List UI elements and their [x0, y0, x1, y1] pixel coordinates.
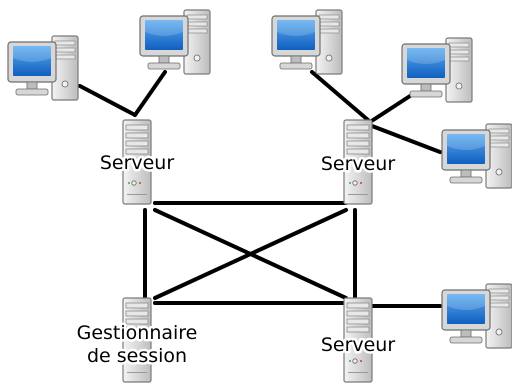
link-ws2-server-top-left [133, 70, 167, 117]
workstation-icon [7, 35, 79, 101]
workstation-icon [441, 283, 512, 349]
label-server-top-right: Serveur [321, 153, 396, 175]
label-session-manager-line1: Gestionnaire [77, 322, 198, 344]
label-server-top-left: Serveur [100, 152, 175, 174]
link-ws4-server-top-right [368, 94, 412, 124]
label-server-bottom-right: Serveur [321, 334, 396, 356]
network-links [78, 70, 442, 308]
workstation-icon [271, 9, 343, 75]
link-diagonal-2 [153, 208, 348, 300]
link-ws5-server-top-right [370, 124, 442, 154]
link-ws3-server-top-right [310, 70, 370, 122]
link-ws1-server-top-left [78, 84, 137, 117]
workstation-icon [139, 9, 211, 75]
label-session-manager-line2: de session [87, 345, 187, 367]
workstation-icon [401, 37, 473, 103]
workstation-icon [441, 123, 512, 189]
